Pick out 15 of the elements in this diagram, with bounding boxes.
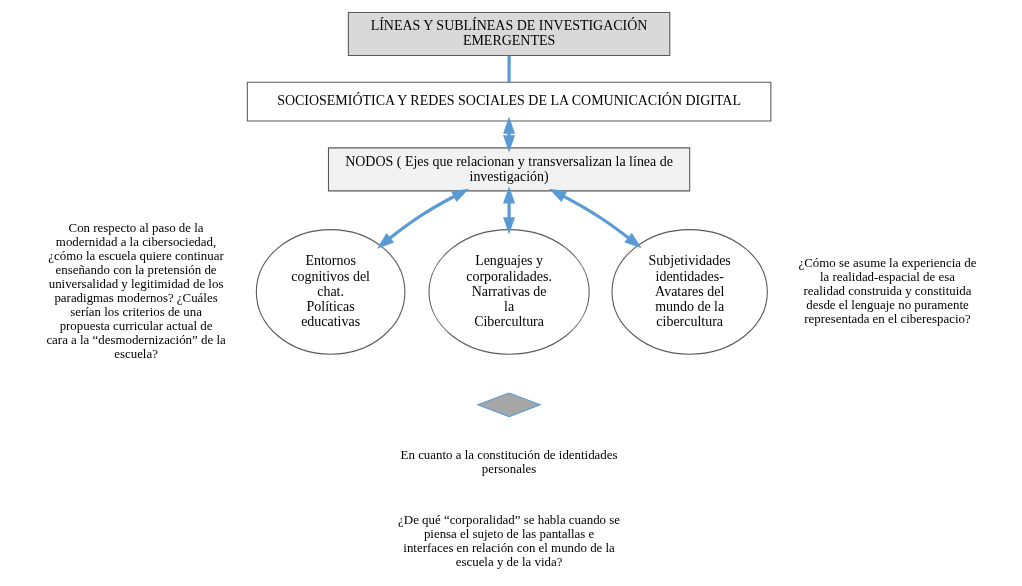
node-box: SOCIOSEMIÓTICA Y REDES SOCIALES DE LA COMUNICACIÓN DIGITAL [246, 81, 771, 122]
arrow [376, 188, 469, 249]
node-diamond [475, 392, 542, 418]
label: Con respecto al paso de la modernidad a la cibersociedad, ¿cómo la escuela quiere continuar enseñando con la pretensión de universalidad y legitimidad de los paradigmas modernos? ¿Cuáles serían los criterios de una propuesta curricular actual de cara a la “desmodernización” de la escuela? [45, 221, 226, 362]
node-box: NODOS ( Ejes que relacionan y transversalizan la línea de investigación) [327, 147, 690, 192]
node-box: LÍNEAS Y SUBLÍNEAS DE INVESTIGACIÓN EMERGENTES [347, 11, 670, 56]
label: En cuanto a la constitución de identidades personales [400, 448, 618, 477]
arrow [502, 116, 515, 153]
arrow [502, 186, 515, 235]
node-ellipse: Lenguajes y corporalidades. Narrativas de la Cibercultura [427, 229, 590, 355]
connector [506, 55, 511, 82]
node-ellipse: Entornos cognitivos del chat. Políticas educativas [255, 229, 405, 355]
label: ¿Cómo se asume la experiencia de la realidad-espacial de esa realidad construida y constituida desde el lenguaje no puramente representada en el ciberespacio? [798, 256, 976, 327]
arrow [548, 188, 642, 249]
label: ¿De qué “corporalidad” se habla cuando se piensa el sujeto de las pantallas e interfaces en relación con el mundo de la escuela y de la vida? [397, 512, 620, 569]
